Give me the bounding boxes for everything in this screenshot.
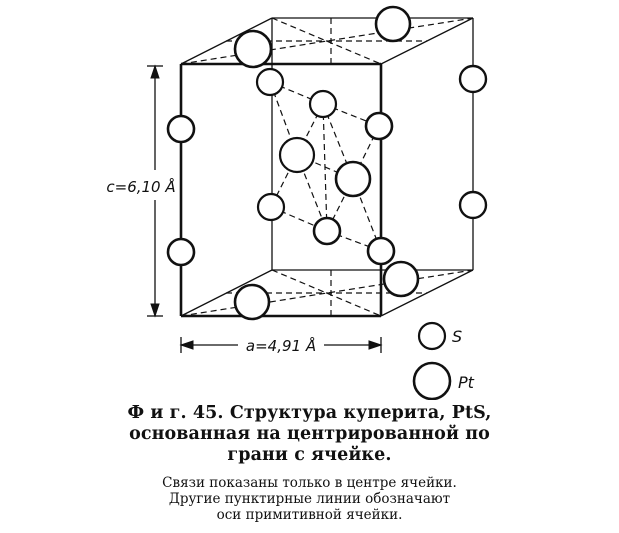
sulfur-atom (256, 192, 286, 222)
platinum-atom (458, 190, 488, 220)
unit-cell-diagram: c=6,10 Å a=4,91 Å S Pt (106, 5, 488, 401)
sulfur-atom (312, 216, 342, 246)
caption-note-line: Связи показаны только в центре ячейки. (162, 475, 457, 491)
sulfur-atom (308, 89, 338, 119)
caption-title-line: грани c ячейке. (227, 445, 392, 465)
legend-platinum-symbol (412, 361, 452, 401)
legend-sulfur-label: S (452, 327, 462, 346)
a-label-background (238, 332, 324, 358)
platinum-atom (166, 114, 196, 144)
legend: S Pt (412, 321, 475, 401)
caption-note: Связи показаны только в центре ячейки. Д… (0, 475, 619, 523)
c-dimension-label: c=6,10 Å (106, 177, 175, 196)
platinum-atom (374, 5, 412, 43)
caption-title-line: основанная на центрированной по (129, 424, 490, 444)
platinum-atom (458, 64, 488, 94)
legend-sulfur-symbol (417, 321, 447, 351)
platinum-atom (233, 283, 271, 321)
platinum-atom (382, 260, 420, 298)
caption-note-line: оси примитивной ячейки. (216, 507, 403, 523)
platinum-atom (364, 111, 394, 141)
figure-caption: Ф и г. 45. Структура куперита, PtS, осно… (0, 403, 619, 523)
caption-title: Ф и г. 45. Структура куперита, PtS, осно… (0, 403, 619, 466)
sulfur-atom (366, 236, 396, 266)
dashed-bond (322, 103, 328, 232)
caption-title-line: Ф и г. 45. Структура куперита, PtS, (127, 403, 492, 423)
platinum-atom (233, 29, 273, 69)
platinum-atom (278, 136, 316, 174)
caption-note-line: Другие пунктирные линии обозначают (168, 491, 451, 507)
platinum-atom (166, 237, 196, 267)
legend-platinum-label: Pt (458, 373, 475, 392)
a-dimension-label: a=4,91 Å (246, 336, 316, 355)
platinum-atom (334, 160, 372, 198)
c-label-background (108, 170, 174, 200)
sulfur-atom (255, 67, 285, 97)
crystal-structure-figure: c=6,10 Å a=4,91 Å S Pt (106, 5, 488, 401)
